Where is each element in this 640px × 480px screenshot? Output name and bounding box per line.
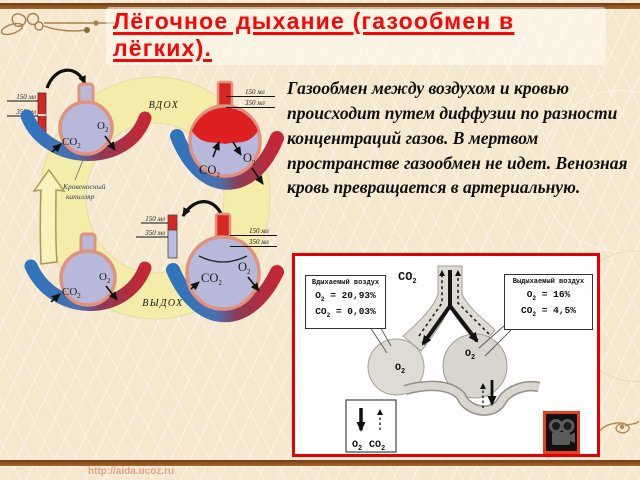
legend-o2-label: O2 (352, 440, 362, 453)
lung-schematic: CO2 O2 O2 O2 CO2 (345, 265, 541, 453)
volume-label: 150 мл (249, 227, 269, 235)
exhaled-o2-value: O2 = 16% (526, 289, 571, 302)
inhaled-co2-value: CO2 = 0,03% (315, 305, 376, 319)
alveolus-top-left: CO2 O2 (20, 82, 152, 161)
inhaled-air-title: Вдыхаемый воздух (311, 279, 380, 287)
flourish-ornament-icon (0, 12, 116, 36)
o2-label: O2 (238, 260, 251, 276)
exhaled-air-title: Выдыхаемый воздух (512, 278, 585, 286)
inhaled-air-box: Вдыхаемый воздух O2 = 20,93% CO2 = 0,03% (305, 275, 386, 329)
airflow-arrow (45, 68, 87, 89)
gas-exchange-cycle-diagram: ВДОХ ВЫДОХ 150 мл 350 мл CO2 O2 (7, 68, 284, 323)
volume-label: 350 мл (244, 99, 265, 107)
flourish-ornament-icon (599, 420, 640, 434)
fresh-air-zone (192, 107, 258, 144)
movie-camera-icon (549, 419, 575, 445)
volume-label: 150 мл (16, 93, 36, 101)
dead-space-arc (198, 255, 248, 263)
cycle-return-arrow (32, 168, 66, 265)
volume-label: 350 мл (248, 238, 269, 246)
volume-label: 150 мл (145, 215, 165, 223)
title-placeholder (106, 7, 606, 65)
legend-co2-label: CO2 (369, 440, 385, 453)
capillary-band (170, 129, 284, 190)
air-volume-bar-middle: 150 мл 350 мл (136, 214, 178, 259)
capillary-label: Кровеносный капилляр (62, 159, 106, 201)
exhaled-air-box: Выдыхаемый воздух O2 = 16% CO2 = 4,5% (504, 274, 593, 330)
volume-label: 150 мл (245, 88, 265, 96)
o2-sac-label: O2 (395, 363, 405, 376)
co2-label: CO2 (199, 163, 220, 179)
capillary-tube (403, 380, 541, 416)
capillary-band (166, 263, 284, 323)
alveolus-bottom-left: CO2 O2 (24, 232, 152, 311)
gas-percentages-figure: CO2 O2 O2 O2 CO2 Вдыхаемый воздух O2 = 2… (292, 253, 600, 457)
co2-label: CO2 (62, 286, 81, 300)
watermark: http://aida.ucoz.ru (88, 466, 175, 477)
co2-top-label: CO2 (398, 270, 417, 286)
inhaled-o2-value: O2 = 20,93% (315, 290, 376, 303)
video-button[interactable] (543, 411, 580, 454)
top-rule (0, 3, 640, 9)
o2-sac-label: O2 (465, 349, 475, 362)
slide-title: Лёгочное дыхание (газообмен в лёгких). (113, 8, 515, 61)
alveolus-top-right: CO2 O2 150 мл 350 мл (170, 80, 284, 190)
co2-label: CO2 (201, 271, 222, 287)
o2-label: O2 (97, 120, 109, 134)
exhale-label: ВЫДОХ (142, 298, 184, 309)
inhale-label: ВДОХ (149, 100, 180, 111)
bottom-rule (0, 460, 640, 466)
exhaled-co2-value: CO2 = 4,5% (521, 304, 576, 318)
body-text: Газообмен между воздухом и кровью происх… (287, 78, 628, 198)
volume-label: 350 мл (144, 229, 165, 237)
svg-text:капилляр: капилляр (66, 192, 95, 201)
alveolus-bottom-right: CO2 O2 150 мл 350 мл (166, 212, 284, 323)
airflow-arrows (418, 270, 497, 408)
alveolar-sac-left (367, 338, 425, 396)
o2-label: O2 (243, 151, 256, 167)
svg-text:Кровеносный: Кровеносный (62, 182, 106, 191)
legend-box: O2 CO2 (345, 399, 397, 453)
o2-label: O2 (99, 271, 111, 285)
co2-label: CO2 (62, 136, 81, 150)
